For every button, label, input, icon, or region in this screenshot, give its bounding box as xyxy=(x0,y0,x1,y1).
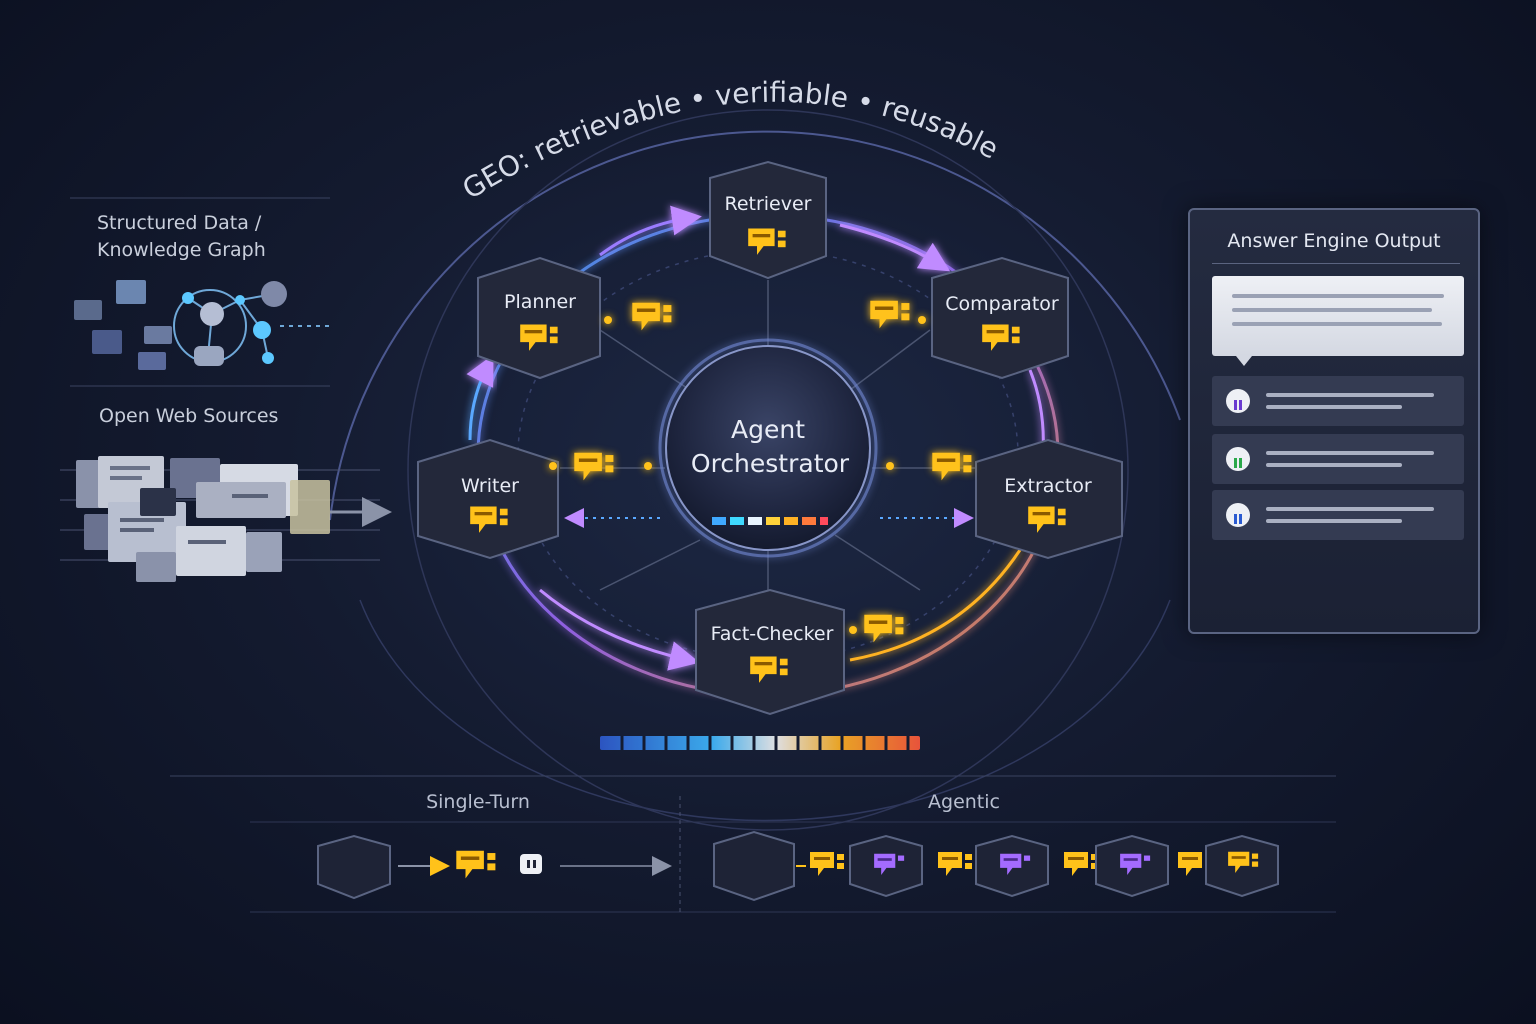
answer-engine-output-panel: Answer Engine Output xyxy=(1188,208,1480,634)
agent-label-retriever: Retriever xyxy=(724,193,811,215)
orchestrator-glow xyxy=(658,338,878,558)
citation-item[interactable] xyxy=(1212,376,1464,426)
output-panel-divider xyxy=(1212,263,1460,264)
agent-label-fact-checker: Fact-Checker xyxy=(711,623,834,645)
citation-item[interactable] xyxy=(1212,490,1464,540)
open-web-sources-label: Open Web Sources xyxy=(99,405,279,427)
agent-node-comparator[interactable]: Comparator xyxy=(931,256,1069,380)
output-panel-title: Answer Engine Output xyxy=(1227,230,1441,252)
web-documents-stack xyxy=(60,456,392,582)
outer-orbit-lower xyxy=(359,599,1171,822)
single-turn-label: Single-Turn xyxy=(426,791,530,813)
structured-data-label-line1: Structured Data / xyxy=(97,212,262,234)
outer-orbit-arc xyxy=(329,130,1181,521)
knowledge-graph-icon xyxy=(74,280,330,370)
blue-quote-icon xyxy=(1226,503,1250,527)
agent-node-retriever[interactable]: Retriever xyxy=(709,160,827,280)
orchestrator-label-line1: Agent xyxy=(731,415,805,444)
agent-node-writer[interactable]: Writer xyxy=(417,438,559,560)
flow-arrow-left xyxy=(466,354,494,441)
single-turn-flow xyxy=(317,834,672,900)
citation-item[interactable] xyxy=(1212,434,1464,484)
flow-arrow-top-right xyxy=(839,223,951,272)
agent-node-planner[interactable]: Planner xyxy=(477,256,601,380)
agent-label-comparator: Comparator xyxy=(945,293,1059,315)
agent-label-writer: Writer xyxy=(461,475,519,497)
answer-bubble xyxy=(1212,276,1464,356)
agent-node-fact-checker[interactable]: Fact-Checker xyxy=(695,588,845,716)
structured-data-label: Structured Data / Knowledge Graph xyxy=(97,210,266,264)
flow-arrow-bottom-right xyxy=(849,549,1022,662)
inner-ring-outline xyxy=(407,109,1129,831)
orchestrator-status-bar xyxy=(712,517,828,525)
connector-icons xyxy=(549,300,972,643)
orchestrator-label-line2: Orchestrator xyxy=(691,449,850,478)
flow-arrow-bottom-left xyxy=(539,588,700,671)
green-quote-icon xyxy=(1226,447,1250,471)
agentic-label: Agentic xyxy=(928,791,1000,813)
agent-node-extractor[interactable]: Extractor xyxy=(975,438,1123,560)
ring-bottom-spectrum xyxy=(600,736,920,750)
answer-bubble-tail xyxy=(1236,356,1252,366)
structured-data-label-line2: Knowledge Graph xyxy=(97,239,266,261)
orchestrator-orb[interactable] xyxy=(665,345,871,551)
purple-quote-icon xyxy=(1226,389,1250,413)
agent-label-planner: Planner xyxy=(504,291,576,313)
flow-arrow-top-left xyxy=(599,205,702,257)
agent-label-extractor: Extractor xyxy=(1004,475,1092,497)
agentic-flow xyxy=(713,830,1279,902)
